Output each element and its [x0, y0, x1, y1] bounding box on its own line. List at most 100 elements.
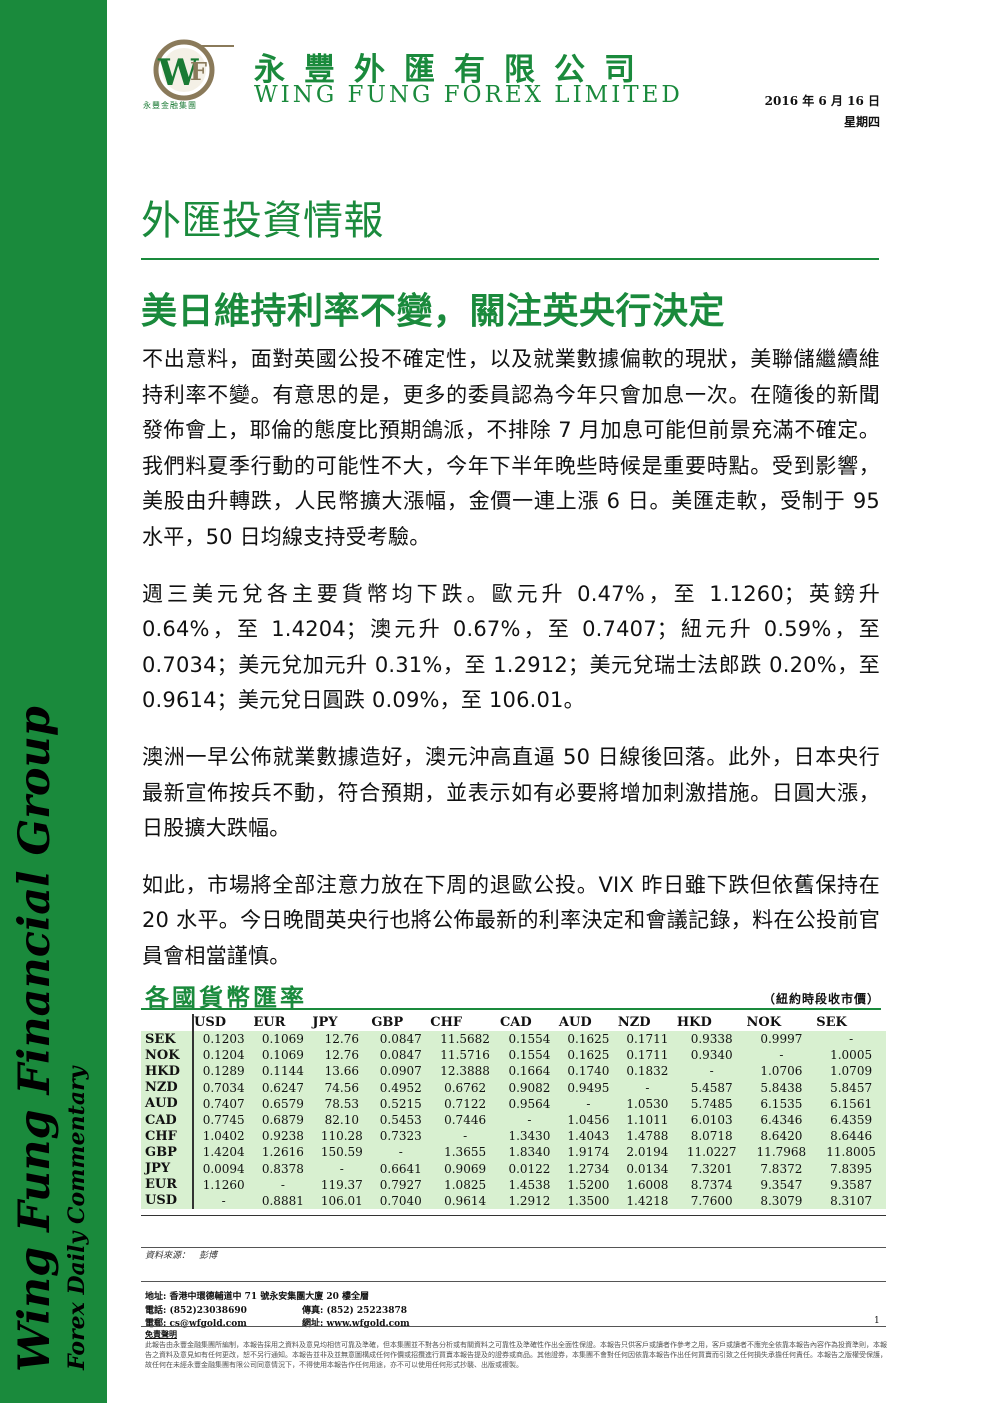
report-title: 外匯投資情報	[141, 198, 384, 244]
rate-cell: 0.1740	[567, 1064, 610, 1079]
rate-cell: 0.8378	[261, 1161, 304, 1176]
row-currency-label: CHF	[141, 1128, 194, 1145]
rate-cell: -	[779, 1048, 784, 1063]
logo-tagline: 永豐金融集團	[143, 101, 197, 110]
rate-cell: 1.9174	[567, 1145, 610, 1160]
rate-cell: 150.59	[320, 1145, 363, 1160]
rate-cell: 0.1711	[626, 1048, 669, 1063]
rate-cell: 0.0134	[626, 1161, 669, 1176]
rate-cell: 0.1711	[626, 1032, 669, 1047]
rate-cell: 9.3587	[830, 1177, 873, 1192]
rate-cell: 0.1625	[567, 1032, 610, 1047]
column-header: CHF	[430, 1014, 500, 1031]
rate-cell: 82.10	[324, 1113, 359, 1128]
rate-cell: -	[527, 1113, 532, 1128]
column-header: AUD	[558, 1014, 618, 1031]
rate-cell: 9.3547	[760, 1177, 803, 1192]
rate-cell: 1.0005	[830, 1048, 873, 1063]
rate-cell: 78.53	[324, 1096, 359, 1111]
rate-cell: 0.7122	[444, 1096, 487, 1111]
disclaimer-text: 此報告由永豐金融集團所編制，本報告採用之資料及意見均相信可靠及準確，但本集團並不…	[145, 1341, 887, 1369]
column-header: GBP	[371, 1014, 431, 1031]
rate-cell: 106.01	[320, 1193, 363, 1208]
rate-cell: -	[849, 1032, 854, 1047]
rate-cell: 13.66	[324, 1064, 359, 1079]
rate-cell: 11.8005	[826, 1145, 876, 1160]
rate-cell: 8.6420	[760, 1129, 803, 1144]
column-header: USD	[193, 1014, 254, 1031]
rate-cell: 0.9338	[690, 1032, 733, 1047]
rate-cell: 1.4538	[508, 1177, 551, 1192]
rate-cell: 0.0094	[202, 1161, 245, 1176]
rate-cell: -	[339, 1161, 344, 1176]
rate-cell: 0.1554	[508, 1032, 551, 1047]
rate-cell: -	[398, 1145, 403, 1160]
rate-cell: 0.6879	[261, 1113, 304, 1128]
rate-cell: 1.0456	[567, 1113, 610, 1128]
rate-cell: 6.0103	[690, 1113, 733, 1128]
rate-cell: 8.7374	[690, 1177, 733, 1192]
rate-cell: 0.9997	[760, 1032, 803, 1047]
rate-cell: 1.0825	[444, 1177, 487, 1192]
footer-divider	[141, 1247, 886, 1248]
rate-cell: 0.9340	[690, 1048, 733, 1063]
table-header-row: USD EUR JPY GBP CHF CAD AUD NZD HKD NOK …	[141, 1014, 886, 1031]
rate-cell: 12.3888	[440, 1064, 490, 1079]
rates-divider	[141, 1008, 881, 1010]
sidebar-subtitle: Forex Daily Commentary	[64, 1066, 90, 1370]
rate-cell: 0.4952	[379, 1080, 422, 1095]
rate-cell: 0.7745	[202, 1113, 245, 1128]
rate-cell: 0.1144	[261, 1064, 304, 1079]
rate-cell: 5.8438	[760, 1080, 803, 1095]
row-currency-label: HKD	[141, 1063, 194, 1080]
svg-text:W: W	[157, 52, 199, 94]
row-currency-label: JPY	[141, 1160, 194, 1177]
company-fax: 傳真: (852) 25223878	[302, 1306, 407, 1316]
rate-cell: 0.7323	[379, 1129, 422, 1144]
rates-bottom-rule	[141, 1215, 886, 1216]
page-number: 1	[874, 1316, 880, 1326]
row-currency-label: USD	[141, 1192, 194, 1210]
row-currency-label: SEK	[141, 1031, 194, 1048]
rate-cell: 0.9564	[508, 1096, 551, 1111]
rate-cell: 7.8372	[760, 1161, 803, 1176]
sidebar-branding: Wing Fung Financial Group Forex Daily Co…	[8, 672, 103, 1372]
rate-cell: 1.1011	[626, 1113, 669, 1128]
rate-cell: 6.1535	[760, 1096, 803, 1111]
company-phone: 電話: (852)23038690	[145, 1306, 247, 1316]
rate-cell: 0.5215	[379, 1096, 422, 1111]
title-divider	[141, 258, 879, 260]
rate-cell: 0.9238	[261, 1129, 304, 1144]
rate-cell: 1.0530	[626, 1096, 669, 1111]
rate-cell: 0.7040	[379, 1193, 422, 1208]
rate-cell: 1.4218	[626, 1193, 669, 1208]
rate-cell: 0.5453	[379, 1113, 422, 1128]
rate-cell: 2.0194	[626, 1145, 669, 1160]
rate-cell: 0.1289	[202, 1064, 245, 1079]
rate-cell: 5.4587	[690, 1080, 733, 1095]
company-logo: W F	[142, 38, 236, 118]
paragraph: 如此，市場將全部注意力放在下周的退歐公投。VIX 昨日雖下跌但依舊保持在 20 …	[142, 872, 880, 968]
report-date: 2016 年 6 月 16 日	[764, 94, 880, 108]
column-header: HKD	[676, 1014, 747, 1031]
rate-cell: 1.4788	[626, 1129, 669, 1144]
paragraph: 不出意料，面對英國公投不確定性，以及就業數據偏軟的現狀，美聯儲繼續維持利率不變。…	[142, 347, 880, 549]
rate-cell: 0.0907	[379, 1064, 422, 1079]
rate-cell: 8.3079	[760, 1193, 803, 1208]
rate-cell: 0.9614	[444, 1193, 487, 1208]
rate-cell: 0.1069	[261, 1048, 304, 1063]
row-currency-label: GBP	[141, 1144, 194, 1161]
exchange-rates-table: USD EUR JPY GBP CHF CAD AUD NZD HKD NOK …	[141, 1014, 886, 1210]
row-currency-label: AUD	[141, 1095, 194, 1112]
rate-cell: 12.76	[324, 1048, 359, 1063]
rate-cell: 0.7927	[379, 1177, 422, 1192]
rate-cell: 0.9495	[567, 1080, 610, 1095]
report-weekday: 星期四	[843, 115, 880, 129]
rate-cell: 11.5716	[440, 1048, 490, 1063]
